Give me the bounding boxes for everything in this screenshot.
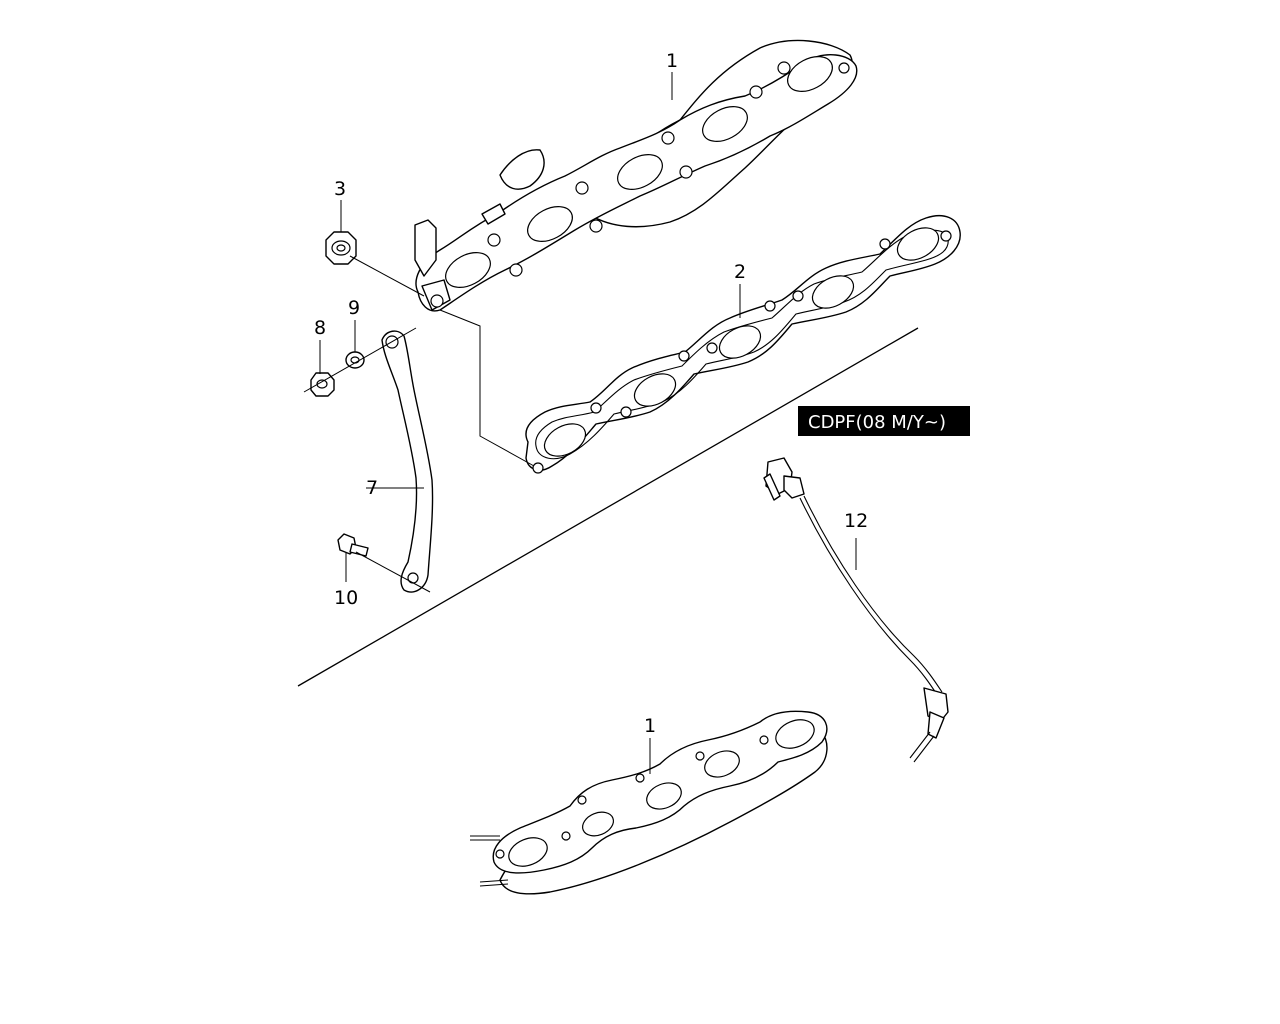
callout-manifold-lower: 1 (644, 715, 656, 737)
exhaust-temperature-sensor (763, 457, 949, 763)
callout-nut: 3 (334, 178, 346, 200)
exhaust-manifold-upper (414, 39, 858, 312)
stay-bolt (337, 533, 369, 557)
exhaust-manifold-gasket (525, 214, 961, 474)
callout-manifold-upper: 1 (666, 50, 678, 72)
callout-stay-bolt: 10 (334, 587, 358, 609)
flange-nut (325, 231, 357, 265)
leader-lines (303, 72, 857, 774)
stay-nut (310, 372, 335, 397)
variant-badge: CDPF(08 M/Y~) (798, 406, 970, 436)
callout-stay-nut: 8 (314, 317, 326, 339)
manifold-stay (381, 330, 434, 593)
section-divider (297, 327, 919, 687)
callout-washer: 9 (348, 297, 360, 319)
exhaust-manifold-lower (470, 710, 828, 895)
callout-gasket: 2 (734, 261, 746, 283)
callout-sensor: 12 (844, 510, 868, 532)
callout-stay: 7 (366, 477, 378, 499)
variant-label: CDPF(08 M/Y~) (808, 412, 946, 433)
stay-washer (345, 351, 365, 369)
